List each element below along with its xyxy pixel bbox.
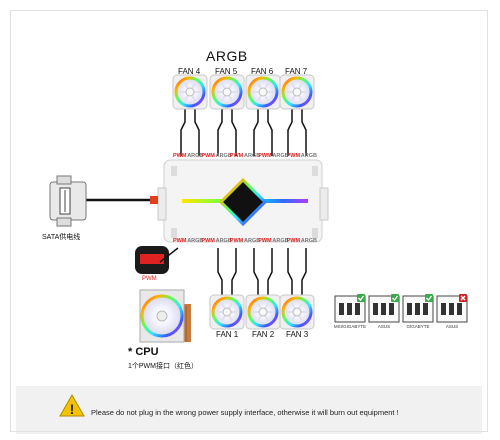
fan-3 bbox=[279, 294, 315, 330]
svg-text:!: ! bbox=[70, 401, 75, 417]
top-port-label: PWM bbox=[229, 153, 244, 159]
fan-2 bbox=[245, 294, 281, 330]
pwm-plug bbox=[135, 246, 179, 274]
hub-center-logo bbox=[218, 177, 268, 227]
bottom-port-label: ARGB bbox=[187, 238, 204, 244]
bottom-port-label: PWM bbox=[201, 238, 215, 244]
fan-7 bbox=[279, 74, 315, 110]
pwm-plug-label: PWM bbox=[142, 276, 157, 282]
cpu-title: * CPU bbox=[128, 346, 159, 358]
cpu-cooler bbox=[139, 289, 191, 343]
board-4 bbox=[436, 294, 468, 323]
board-2 bbox=[368, 294, 400, 323]
fan-5 bbox=[209, 74, 245, 110]
cpu-note: 1个PWM接口（红色） bbox=[128, 363, 198, 370]
bottom-fan-label: FAN 2 bbox=[252, 330, 275, 339]
sata-label: SATA供电线 bbox=[42, 234, 81, 241]
top-port-label: PWM bbox=[173, 153, 187, 159]
bottom-port-label: PWM bbox=[286, 238, 301, 244]
warning-text: Please do not plug in the wrong power su… bbox=[91, 408, 399, 417]
top-port-label: PWM bbox=[201, 153, 215, 159]
bottom-port-label: ARGB bbox=[300, 238, 317, 244]
top-fan-group bbox=[172, 74, 315, 110]
top-port-label: ARGB bbox=[272, 153, 289, 159]
top-port-label: PWM bbox=[258, 153, 272, 159]
fan-cables bbox=[180, 107, 307, 297]
diagram-title: ARGB bbox=[206, 48, 248, 64]
fan-1 bbox=[209, 294, 245, 330]
top-fan-label: FAN 5 bbox=[215, 67, 238, 76]
bottom-port-label: PWM bbox=[258, 238, 272, 244]
check-icon bbox=[357, 294, 365, 302]
board-1 bbox=[334, 294, 366, 323]
top-fan-label: FAN 4 bbox=[178, 67, 201, 76]
bottom-port-label: ARGB bbox=[244, 238, 261, 244]
top-fan-label: FAN 6 bbox=[251, 67, 274, 76]
fan-4 bbox=[172, 74, 208, 110]
bottom-port-label: ARGB bbox=[272, 238, 289, 244]
bottom-fan-label: FAN 1 bbox=[216, 330, 239, 339]
board-3 bbox=[402, 294, 434, 323]
check-icon bbox=[391, 294, 399, 302]
top-port-label: PWM bbox=[286, 153, 301, 159]
warning-icon: ! bbox=[59, 393, 85, 417]
check-icon bbox=[425, 294, 433, 302]
fan-6 bbox=[245, 74, 281, 110]
board-label: ASUS bbox=[445, 324, 459, 329]
bottom-port-label: ARGB bbox=[215, 238, 232, 244]
image-frame bbox=[10, 10, 488, 432]
motherboard-compatibility bbox=[334, 294, 468, 323]
bottom-fan-group bbox=[209, 294, 315, 330]
top-port-label: ARGB bbox=[244, 153, 261, 159]
board-label: ASUS bbox=[377, 324, 391, 329]
board-label: MSI/GIGABYTE bbox=[333, 324, 367, 329]
top-port-label: ARGB bbox=[187, 153, 204, 159]
fan-hub bbox=[157, 159, 329, 243]
bottom-port-label: PWM bbox=[229, 238, 244, 244]
sata-connector bbox=[49, 175, 158, 227]
bottom-fan-label: FAN 3 bbox=[286, 330, 309, 339]
top-port-label: ARGB bbox=[300, 153, 317, 159]
top-fan-label: FAN 7 bbox=[285, 67, 308, 76]
top-port-label: ARGB bbox=[215, 153, 232, 159]
board-label: GIGABYTE bbox=[406, 324, 430, 329]
bottom-port-label: PWM bbox=[173, 238, 187, 244]
